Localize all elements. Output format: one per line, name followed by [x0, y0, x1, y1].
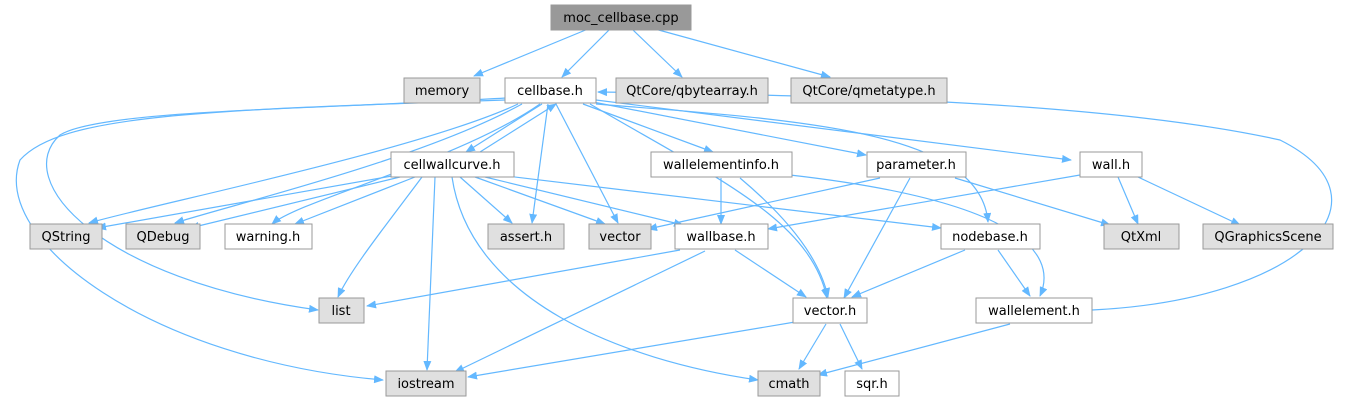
- edge-vectorh-sqr: [839, 323, 863, 370]
- node-list[interactable]: list: [318, 297, 365, 324]
- node-label: sqr.h: [856, 377, 888, 392]
- node-label: wall.h: [1092, 158, 1130, 173]
- edge-cellbase-parameter: [592, 101, 867, 158]
- edge-vectorh-cmath: [798, 323, 827, 370]
- edge-moc-memory: [473, 28, 589, 77]
- edge-cellwallcurve-nodebase: [497, 174, 942, 231]
- edge-wall-qtxml: [1117, 176, 1139, 225]
- node-label: cmath: [768, 377, 809, 392]
- node-label: list: [331, 304, 350, 319]
- node-label: wallelement.h: [988, 304, 1080, 319]
- node-wallbase-h[interactable]: wallbase.h: [674, 223, 769, 250]
- edge-moc-cellbase: [561, 29, 610, 78]
- node-label: memory: [415, 84, 470, 99]
- node-wallelement-h[interactable]: wallelement.h: [975, 297, 1093, 324]
- node-vector[interactable]: vector: [588, 223, 652, 250]
- node-label: QtCore/qmetatype.h: [802, 84, 935, 99]
- edges: [15, 28, 1332, 384]
- edge-cellwallcurve-vector: [474, 176, 606, 225]
- edge-cellwallcurve-qdebug: [189, 176, 401, 230]
- node-qstring[interactable]: QString: [29, 223, 103, 250]
- edge-wallelementinfo-vectorh: [739, 177, 831, 298]
- node-memory[interactable]: memory: [403, 77, 481, 104]
- node-qdebug[interactable]: QDebug: [125, 223, 201, 250]
- node-label: cellwallcurve.h: [404, 158, 501, 173]
- edge-cellbase-vector: [555, 103, 619, 224]
- edge-vectorh-iostream: [467, 321, 796, 380]
- edge-wall-wallbase: [767, 174, 1081, 232]
- edge-moc-qmetatype: [654, 28, 831, 79]
- node-assert-h[interactable]: assert.h: [487, 223, 565, 250]
- node-label: wallelementinfo.h: [663, 158, 779, 173]
- node-qbytearray[interactable]: QtCore/qbytearray.h: [615, 77, 769, 104]
- edge-cellbase-vectorh: [589, 103, 829, 299]
- node-label: QtXml: [1121, 230, 1162, 245]
- edge-wall-qgraphicsscene: [1137, 176, 1241, 226]
- edge-cellbase-iostream: [15, 99, 506, 384]
- edge-wallelement-cmath: [817, 323, 1011, 377]
- node-label: warning.h: [236, 230, 300, 245]
- edge-cellwallcurve-warning: [294, 176, 416, 225]
- node-qgraphicsscene[interactable]: QGraphicsScene: [1202, 223, 1334, 250]
- edge-parameter-vectorh: [843, 177, 911, 299]
- node-label: wallbase.h: [686, 230, 755, 245]
- edge-parameter-qtxml: [954, 177, 1111, 227]
- edge-cellbase-list: [45, 97, 507, 313]
- edge-cellbase-warning: [271, 103, 541, 225]
- node-label: nodebase.h: [952, 230, 1028, 245]
- node-parameter-h[interactable]: parameter.h: [866, 151, 967, 178]
- node-iostream[interactable]: iostream: [385, 370, 467, 397]
- edge-cellwallcurve-list: [337, 176, 423, 298]
- edge-cellwallcurve-cellbase: [479, 103, 557, 153]
- edge-wallbase-iostream: [454, 250, 706, 373]
- edge-cellbase-cellwallcurve: [465, 103, 543, 153]
- node-label: QGraphicsScene: [1214, 230, 1321, 245]
- edge-nodebase-wallelement: [997, 249, 1031, 297]
- node-label: vector: [599, 230, 641, 245]
- edge-cellwallcurve-assert: [459, 176, 513, 224]
- edge-nodebase-vectorh: [851, 249, 966, 298]
- edge-cellwallcurve-wallbase: [484, 176, 684, 227]
- node-cmath[interactable]: cmath: [757, 370, 821, 397]
- node-label: moc_cellbase.cpp: [563, 11, 678, 26]
- node-nodebase-h[interactable]: nodebase.h: [940, 223, 1041, 250]
- node-qtxml[interactable]: QtXml: [1103, 223, 1180, 250]
- edge-cellbase-qstring: [88, 103, 519, 225]
- node-cellbase-h[interactable]: cellbase.h: [504, 77, 597, 104]
- edge-cellbase-nodebase: [595, 103, 992, 223]
- node-vector-h[interactable]: vector.h: [792, 297, 868, 324]
- node-moc-cellbase-cpp[interactable]: moc_cellbase.cpp: [550, 4, 692, 31]
- nodes: moc_cellbase.cpp memory cellbase.h QtCor…: [29, 4, 1334, 397]
- edge-wallbase-list: [366, 249, 681, 309]
- node-label: QDebug: [137, 230, 190, 245]
- node-cellwallcurve-h[interactable]: cellwallcurve.h: [390, 151, 515, 178]
- node-label: assert.h: [500, 230, 552, 245]
- edge-cellwallcurve-qstring: [96, 175, 393, 231]
- edge-cellbase-assert: [529, 103, 549, 224]
- node-label: QtCore/qbytearray.h: [626, 84, 758, 99]
- node-warning-h[interactable]: warning.h: [224, 223, 313, 250]
- node-label: parameter.h: [876, 158, 956, 173]
- node-label: cellbase.h: [517, 84, 583, 99]
- edge-cellbase-wall: [595, 99, 1072, 163]
- edge-cellbase-qdebug: [174, 103, 523, 225]
- edge-cellwallcurve-iostream: [423, 176, 436, 371]
- edge-parameter-vector: [647, 177, 881, 231]
- node-label: vector.h: [804, 304, 856, 319]
- edge-moc-qbytearray: [632, 29, 683, 78]
- node-wall-h[interactable]: wall.h: [1079, 151, 1143, 178]
- node-qmetatype[interactable]: QtCore/qmetatype.h: [790, 77, 948, 104]
- node-label: QString: [41, 230, 90, 245]
- node-sqr-h[interactable]: sqr.h: [844, 370, 900, 397]
- edge-cellwallcurve-cmath: [451, 176, 759, 383]
- node-label: iostream: [397, 377, 454, 392]
- node-wallelementinfo-h[interactable]: wallelementinfo.h: [650, 151, 793, 178]
- edge-wallbase-vectorh: [734, 249, 807, 298]
